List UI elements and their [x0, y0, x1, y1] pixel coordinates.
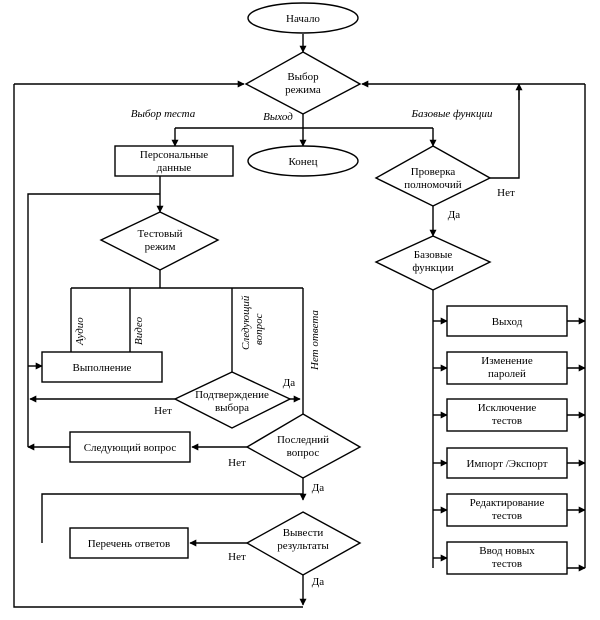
edge-label-output-yes: Да — [312, 576, 325, 588]
fn-exclude-label-2: тестов — [492, 415, 522, 427]
fn-input-box — [446, 541, 568, 575]
edge-label-auth-yes: Да — [448, 209, 461, 221]
testmode-decision — [99, 211, 220, 271]
edge-label-test-choice: Выбор теста — [131, 108, 196, 120]
output-decision — [245, 511, 362, 576]
fn-input-label-1: Ввод новых — [479, 545, 535, 557]
start-label: Начало — [286, 13, 320, 25]
edge-label-base-functions: Базовые функции — [411, 108, 493, 120]
fn-exit-box — [446, 305, 568, 337]
edge-label-no-answer: Нет ответа — [309, 310, 321, 371]
edge-label-last-no: Нет — [228, 457, 246, 469]
edge-label-video: Видео — [133, 316, 145, 345]
last-question-decision — [245, 413, 362, 479]
fn-import-label: Импорт /Экспорт — [466, 458, 547, 470]
auth-label-2: полномочий — [404, 179, 462, 191]
mode-decision — [244, 51, 362, 115]
edge-label-next-question-2: вопрос — [253, 313, 265, 345]
end-label: Конец — [289, 156, 318, 168]
fn-edit-label-2: тестов — [492, 510, 522, 522]
last-question-label-2: вопрос — [287, 447, 320, 459]
fn-import-box — [446, 447, 568, 479]
edge-label-output-no: Нет — [228, 551, 246, 563]
edge-label-confirm-no: Нет — [154, 405, 172, 417]
personal-data-box — [114, 145, 234, 177]
execution-label: Выполнение — [73, 362, 132, 374]
node-labels: Начало Выбор режима Конец Персональные д… — [73, 13, 548, 570]
auth-decision — [374, 145, 492, 207]
fn-edit-label-1: Редактирование — [470, 497, 545, 509]
last-question-label-1: Последний — [277, 434, 329, 446]
output-label-2: результаты — [277, 540, 329, 552]
edge-label-exit: Выход — [263, 111, 293, 123]
confirm-label-1: Подтверждение — [195, 389, 269, 401]
basefn-label-2: функции — [412, 262, 453, 274]
confirm-decision — [173, 371, 292, 429]
personal-label-2: данные — [157, 162, 192, 174]
testmode-label-2: режим — [145, 241, 176, 253]
edge-labels: Выбор теста Выход Базовые функции Нет Да… — [74, 108, 515, 588]
edge-label-confirm-yes: Да — [283, 377, 296, 389]
edge-label-auth-no: Нет — [497, 187, 515, 199]
next-question-label: Следующий вопрос — [84, 442, 177, 454]
mode-label-1: Выбор — [287, 71, 319, 83]
fn-exclude-box — [446, 398, 568, 432]
personal-label-1: Персональные — [140, 149, 208, 161]
mode-label-2: режима — [285, 84, 321, 96]
next-question-box — [69, 431, 191, 463]
edge-label-next-question-1: Следующий — [240, 295, 252, 350]
answers-list-box — [69, 527, 189, 559]
execution-box — [41, 351, 163, 383]
start-terminal — [247, 2, 359, 34]
fn-passwords-label-2: паролей — [488, 368, 526, 380]
fn-exclude-label-1: Исключение — [478, 402, 537, 414]
basefn-label-1: Базовые — [414, 249, 453, 261]
fn-input-label-2: тестов — [492, 558, 522, 570]
fn-passwords-label-1: Изменение — [481, 355, 533, 367]
edge-label-last-yes: Да — [312, 482, 325, 494]
fn-exit-label: Выход — [492, 316, 523, 328]
output-label-1: Вывести — [283, 527, 324, 539]
testmode-label-1: Тестовый — [138, 228, 183, 240]
answers-list-label: Перечень ответов — [88, 538, 171, 550]
fn-edit-box — [446, 493, 568, 527]
end-terminal — [247, 145, 359, 177]
confirm-label-2: выбора — [215, 402, 249, 414]
basefn-decision — [374, 235, 492, 291]
edge-label-audio: Аудио — [74, 317, 86, 346]
fn-passwords-box — [446, 351, 568, 385]
auth-label-1: Проверка — [411, 166, 456, 178]
connectors — [13, 34, 586, 608]
